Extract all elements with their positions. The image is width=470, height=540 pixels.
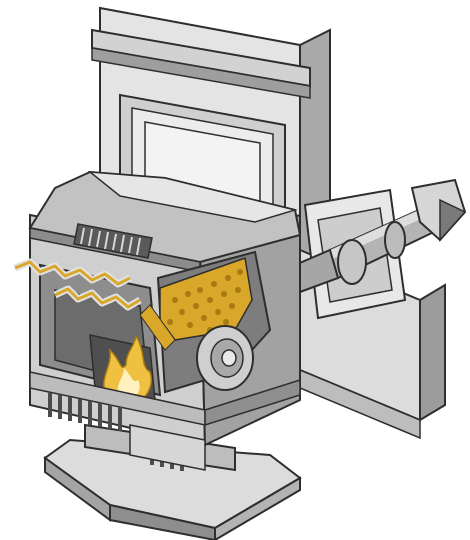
top-vent-grille [73, 223, 153, 259]
exhaust-pipe [293, 178, 467, 294]
feed-auger [13, 258, 142, 311]
lower-band [29, 371, 301, 427]
blower-fan [196, 325, 254, 391]
lower-vent-grille [48, 393, 206, 471]
